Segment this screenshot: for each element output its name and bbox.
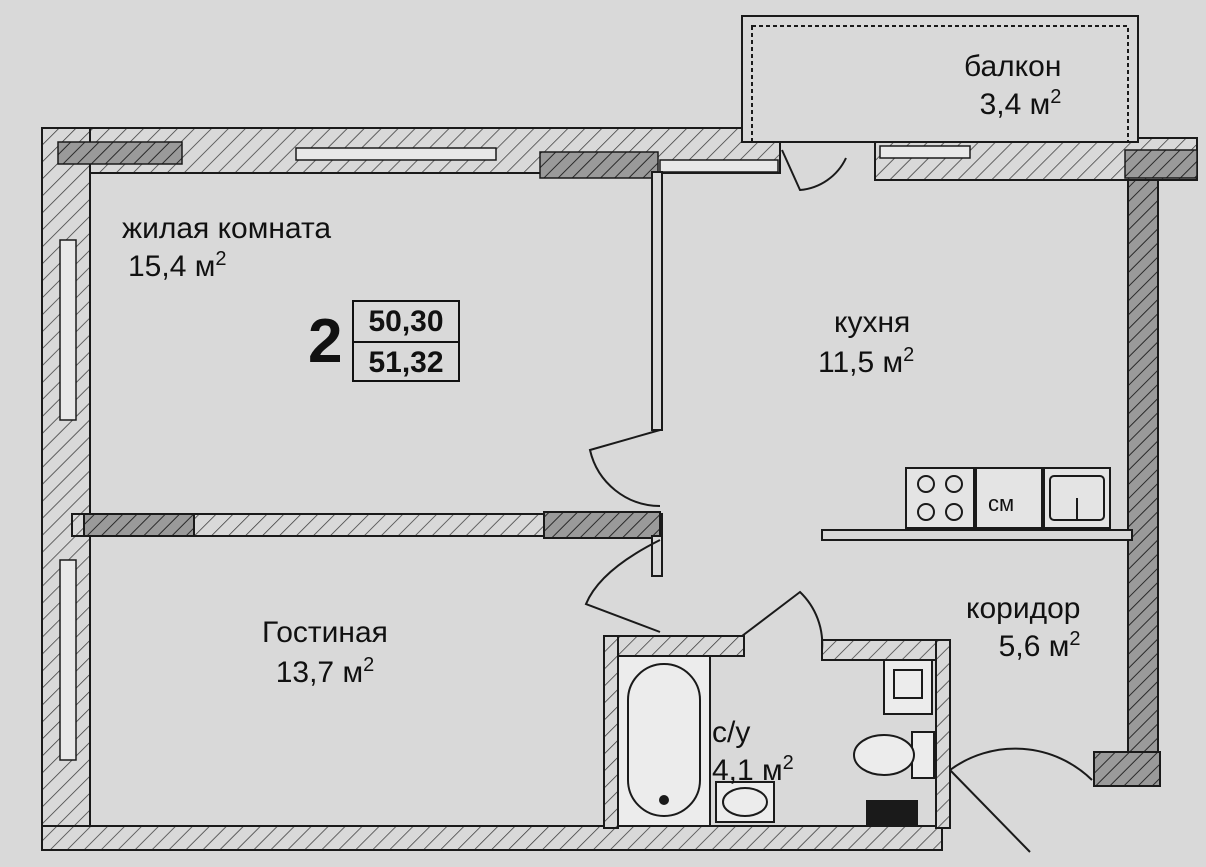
- balcony-label: балкон 3,4 м2: [964, 52, 1061, 120]
- outer-walls: [41, 127, 1198, 851]
- toilet: [853, 731, 935, 779]
- apartment-area-box: 50,30 51,32: [352, 300, 460, 382]
- balcony-outline: [741, 15, 1139, 143]
- balcony-area: 3,4 м2: [979, 86, 1062, 121]
- stove: [905, 467, 975, 529]
- bathroom-label: с/у 4,1 м2: [712, 718, 794, 786]
- guest-room-name: Гостиная: [262, 616, 388, 649]
- corridor-label: коридор 5,6 м2: [966, 594, 1080, 662]
- apartment-total-area: 51,32: [368, 346, 444, 379]
- interior-walls: [71, 171, 1133, 829]
- washbasin: [715, 781, 775, 823]
- corridor-name: коридор: [966, 592, 1081, 625]
- balcony-name: балкон: [964, 50, 1062, 83]
- kitchen-name: кухня: [834, 306, 911, 339]
- living-room-label: жилая комната 15,4 м2: [122, 214, 331, 282]
- doors: [584, 149, 1093, 853]
- corridor-area: 5,6 м2: [998, 628, 1081, 663]
- apartment-rooms-count: 2: [308, 307, 343, 376]
- living-room-area: 15,4 м2: [128, 248, 227, 283]
- bath-corner-block: [866, 800, 918, 826]
- kitchen-label: кухня 11,5 м2: [818, 308, 914, 378]
- washer-label: см: [988, 491, 1015, 516]
- kitchen-area: 11,5 м2: [818, 344, 915, 379]
- bathtub: [617, 655, 711, 827]
- bathroom-name: с/у: [712, 716, 751, 749]
- windows: [59, 145, 971, 761]
- washing-machine: [975, 467, 1043, 529]
- guest-room-label: Гостиная 13,7 м2: [262, 618, 388, 688]
- guest-room-area: 13,7 м2: [275, 654, 375, 689]
- bathroom-area: 4,1 м2: [712, 752, 794, 787]
- apartment-living-area: 50,30: [354, 302, 458, 343]
- kitchen-sink: [1043, 467, 1111, 529]
- living-room-name: жилая комната: [122, 212, 332, 245]
- water-heater: [883, 659, 933, 715]
